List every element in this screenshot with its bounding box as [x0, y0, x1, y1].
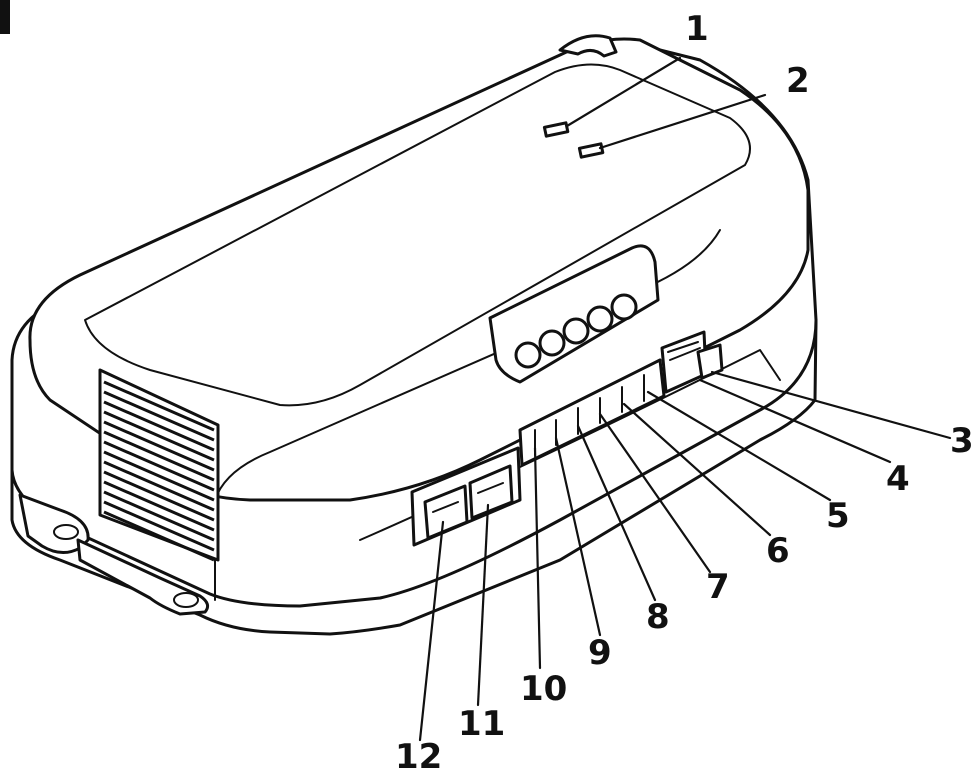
screw-terminal-block	[488, 244, 660, 384]
callout-4: 4	[886, 459, 910, 499]
vent-slat	[103, 420, 215, 472]
vent-slat	[103, 380, 215, 432]
corner-mark	[0, 0, 10, 34]
leader-lines	[418, 56, 952, 742]
vent-slat	[103, 510, 215, 562]
mount-tab-top	[558, 34, 618, 58]
callout-5: 5	[826, 496, 850, 536]
vent-slat	[103, 440, 215, 492]
callout-8: 8	[646, 597, 670, 637]
vent-slat	[103, 430, 215, 482]
callout-6: 6	[766, 531, 790, 571]
vent-slat	[103, 410, 215, 462]
vent-slat	[103, 490, 215, 542]
connector-right	[660, 330, 724, 394]
led-1	[542, 121, 570, 138]
vent-slat	[103, 460, 215, 512]
vent-slat	[103, 500, 215, 552]
callout-labels: 1 2 3 4 5 6 7 8 9 10 11 12	[395, 9, 974, 773]
callout-1: 1	[685, 9, 709, 49]
vent-slat	[103, 480, 215, 532]
vent-slat	[103, 400, 215, 452]
callout-3: 3	[950, 421, 974, 461]
rj-ports	[410, 446, 522, 547]
callout-11: 11	[458, 704, 505, 744]
callout-7: 7	[706, 567, 730, 607]
callout-10: 10	[520, 669, 567, 709]
vent-slat	[103, 470, 215, 522]
vent-grille	[98, 368, 220, 562]
lid-recess	[84, 63, 751, 407]
callout-12: 12	[395, 737, 442, 773]
callout-2: 2	[786, 61, 810, 101]
vent-slat	[103, 390, 215, 442]
mount-foot-bottom	[76, 538, 210, 616]
callout-9: 9	[588, 633, 612, 673]
vent-slat	[103, 450, 215, 502]
screw-row	[514, 293, 638, 369]
